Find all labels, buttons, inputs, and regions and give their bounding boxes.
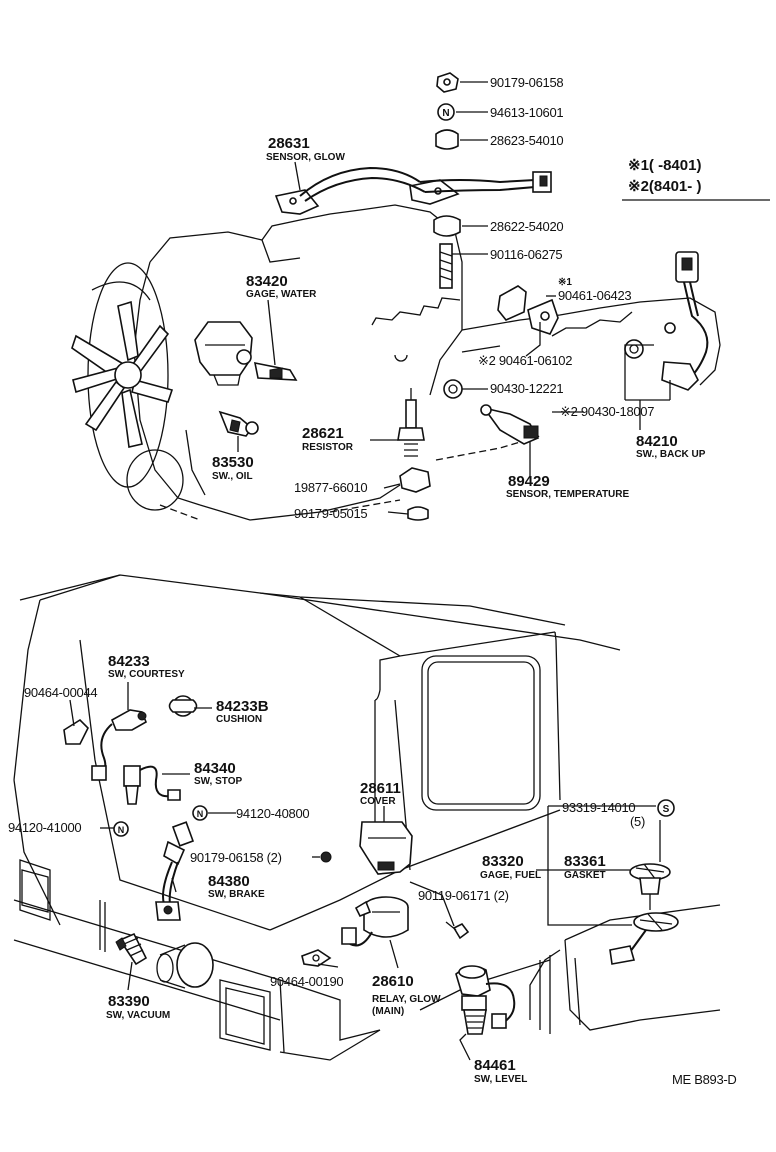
label-28631: 28631 — [268, 135, 310, 152]
label-28610-name-2: (MAIN) — [372, 1006, 404, 1017]
label-93319-14010: 93319-14010 — [562, 800, 635, 815]
label-83361: 83361 — [564, 853, 606, 870]
label-90179-05015: 90179-05015 — [294, 506, 367, 521]
water-gage-sender — [236, 349, 298, 381]
fuel-gage-sender — [609, 863, 679, 965]
vehicle-outline — [13, 574, 721, 1061]
label-90116-06275: 90116-06275 — [490, 247, 562, 262]
label-83530-name: SW., OIL — [212, 471, 253, 482]
label-28611-name: COVER — [360, 796, 396, 807]
clamp-90464-00190 — [301, 949, 332, 967]
label-28611: 28611 — [360, 780, 401, 797]
label-83361-name: GASKET — [564, 870, 606, 881]
screw-symbol: S — [663, 804, 670, 815]
label-28622-54020: 28622-54020 — [490, 219, 563, 234]
label-83390: 83390 — [108, 993, 150, 1010]
fan-icon — [71, 262, 184, 511]
nut-symbol: N — [197, 809, 204, 819]
label-90464-00044: 90464-00044 — [24, 685, 97, 700]
label-89429: 89429 — [508, 473, 550, 490]
label-28631-name: SENSOR, GLOW — [266, 152, 345, 163]
label-28621: 28621 — [302, 425, 344, 442]
label-84340-name: SW, STOP — [194, 776, 242, 787]
legend-note-1: ※1( -8401) — [628, 157, 701, 174]
label-84461: 84461 — [474, 1057, 516, 1074]
vacuum-switch — [115, 932, 148, 966]
label-19877-66010: 19877-66010 — [294, 480, 367, 495]
brake-switch — [155, 821, 195, 921]
screw-93319-14010 — [657, 799, 675, 817]
back-up-switch — [624, 251, 709, 391]
label-90430-18007: ※2 90430-18007 — [560, 404, 654, 419]
legend-note-2: ※2(8401- ) — [628, 178, 701, 195]
level-switch — [455, 965, 516, 1035]
label-84340: 84340 — [194, 760, 236, 777]
label-90430-12221: 90430-12221 — [490, 381, 563, 396]
label-28623-54010: 28623-54010 — [490, 133, 563, 148]
label-83420: 83420 — [246, 273, 288, 290]
label-94613-10601: 94613-10601 — [490, 105, 563, 120]
glow-sensor-harness — [274, 166, 552, 215]
label-84210-name: SW., BACK UP — [636, 449, 706, 460]
label-84233-name: SW, COURTESY — [108, 669, 185, 680]
label-94120-41000: 94120-41000 — [8, 820, 81, 835]
label-94120-40800: 94120-40800 — [236, 806, 309, 821]
label-84233B-name: CUSHION — [216, 714, 262, 725]
label-90179-06158-top: 90179-06158 — [490, 75, 563, 90]
nut-symbol: N — [118, 825, 125, 835]
label-89429-name: SENSOR, TEMPERATURE — [506, 489, 629, 500]
label-83320-name: GAGE, FUEL — [480, 870, 541, 881]
glow-relay-cover — [359, 821, 413, 875]
bolt-90119-06171 — [445, 921, 470, 940]
oil-switch — [218, 410, 259, 437]
glow-relay-main — [341, 896, 409, 947]
nut-94120-41000 — [113, 821, 129, 837]
label-90461-06423: 90461-06423 — [558, 288, 631, 303]
temperature-sensor — [480, 404, 540, 445]
label-83420-name: GAGE, WATER — [246, 289, 317, 300]
label-28610: 28610 — [372, 973, 414, 990]
label-90119-06171: 90119-06171 (2) — [418, 888, 509, 903]
label-90461-06102: ※2 90461-06102 — [478, 353, 572, 368]
label-84380-name: SW, BRAKE — [208, 889, 265, 900]
label-84233: 84233 — [108, 653, 150, 670]
courtesy-switch — [63, 709, 148, 781]
cushion — [168, 695, 198, 717]
leader-lines-top — [237, 81, 770, 515]
washer-90430-12221 — [443, 379, 463, 399]
label-90179-06158-2: 90179-06158 (2) — [190, 850, 282, 865]
diagram-reference-code: ME B893-D — [672, 1072, 737, 1087]
label-84461-name: SW, LEVEL — [474, 1074, 527, 1085]
leader-lines-bottom — [69, 682, 661, 1061]
label-93319-qty: (5) — [630, 814, 645, 829]
hardware-stack-top: N — [433, 72, 461, 289]
label-83320: 83320 — [482, 853, 524, 870]
stop-switch — [123, 765, 181, 805]
label-84210: 84210 — [636, 433, 678, 450]
nut-90179-06158 — [320, 851, 332, 863]
label-28610-name-1: RELAY, GLOW — [372, 994, 441, 1005]
resistor — [397, 388, 431, 521]
label-90464-00190: 90464-00190 — [270, 974, 343, 989]
nut-symbol: N — [442, 108, 449, 119]
label-84380: 84380 — [208, 873, 250, 890]
label-28621-name: RESISTOR — [302, 442, 354, 453]
label-mark-1: ※1 — [558, 277, 572, 288]
label-84233B: 84233B — [216, 698, 269, 715]
clamp-bracket — [497, 285, 559, 335]
label-83530: 83530 — [212, 454, 254, 471]
nut-94120-40800 — [192, 805, 208, 821]
label-83390-name: SW, VACUUM — [106, 1010, 170, 1021]
